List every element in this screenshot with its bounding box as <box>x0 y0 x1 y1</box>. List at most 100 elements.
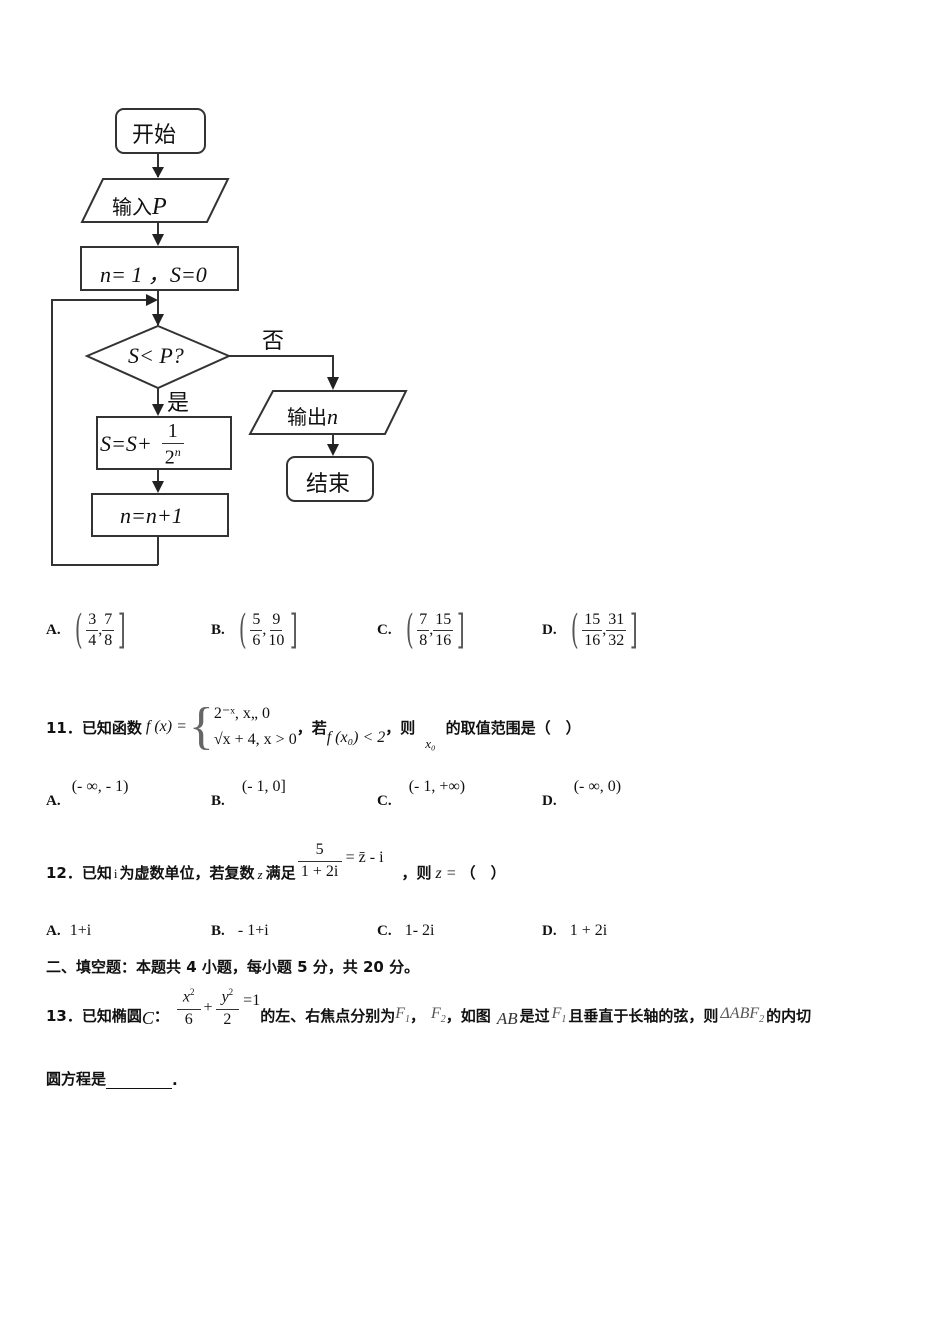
question-text: 是过 <box>519 1006 550 1025</box>
period: . <box>172 1071 178 1089</box>
update-s-box <box>96 416 232 470</box>
update-s-left: S=S+ <box>100 431 152 457</box>
start-label: 开始 <box>132 123 177 148</box>
question-text: 已知函数 <box>81 718 142 737</box>
case-2: √x + 4, x > 0 <box>213 731 297 748</box>
output-text: 输出 <box>287 405 327 429</box>
input-var: P <box>152 194 167 220</box>
option-value: (- ∞, - 1) <box>71 778 129 795</box>
q11-option-c[interactable]: C. (- 1, +∞) <box>377 776 466 809</box>
option-value: - 1+i <box>237 922 269 939</box>
question-text: 圆方程是 <box>46 1070 107 1088</box>
flowchart <box>51 108 408 566</box>
answer-expr: z = <box>435 865 457 882</box>
start-terminal <box>115 108 206 154</box>
question-text: 已知椭圆 <box>81 1006 142 1025</box>
q12-option-d[interactable]: D. 1 + 2i <box>542 920 607 940</box>
update-s-fraction: 1 2n <box>161 421 184 469</box>
option-value: (- ∞, 0) <box>573 778 622 795</box>
imaginary-unit: i <box>113 866 118 881</box>
question-number: 12． <box>46 863 82 882</box>
open-bracket: ( <box>405 607 414 653</box>
ellipse-name: C <box>141 1007 154 1028</box>
q12-option-b[interactable]: B. - 1+i <box>211 920 269 940</box>
q12-stem: 12． 已知 i 为虚数单位，若复数 z 满足 5 1 + 2i = z̄ - … <box>46 836 506 886</box>
fraction-numerator: y2 <box>215 988 240 1010</box>
fraction-denominator: 6 <box>184 1010 193 1028</box>
q12-option-a[interactable]: A. 1+i <box>46 920 91 940</box>
fraction-y: y2 2 <box>215 988 240 1027</box>
close-bracket: ] <box>118 607 126 653</box>
question-text: 且垂直于长轴的弦，则 <box>568 1006 719 1025</box>
init-label: n= 1 ，S=0 <box>100 262 207 287</box>
answer-blank[interactable] <box>106 1074 173 1089</box>
question-text: 的取值范围是（ ） <box>445 718 581 737</box>
open-bracket: ( <box>570 607 579 653</box>
question-text: 满足 <box>265 863 296 882</box>
no-label: 否 <box>262 329 285 354</box>
option-label: A. <box>46 621 61 638</box>
update-n-label: n=n+1 <box>120 503 183 528</box>
option-value: (- 1, +∞) <box>408 778 466 795</box>
case-1: 2⁻ˣ, x„ 0 <box>213 705 271 722</box>
close-bracket: ] <box>457 607 465 653</box>
fraction-numerator: x2 <box>176 988 201 1010</box>
plus: + <box>203 999 213 1016</box>
equals-one: =1 <box>243 992 261 1009</box>
question-text: 为虚数单位，若复数 <box>119 863 255 882</box>
q11-option-b[interactable]: B. (- 1, 0] <box>211 776 286 809</box>
open-bracket: ( <box>238 607 247 653</box>
comma: ， <box>410 1006 426 1025</box>
option-label: B. <box>211 793 225 809</box>
variable: x₀ <box>425 736 436 751</box>
function-expr: f (x) = <box>145 718 187 735</box>
q11-option-d[interactable]: D. (- ∞, 0) <box>542 776 622 809</box>
option-label: A. <box>46 793 61 809</box>
triangle-abf2: ΔABF2 <box>720 1005 765 1025</box>
option-value: 1- 2i <box>404 922 435 939</box>
input-box <box>80 178 230 223</box>
close-bracket: ] <box>290 607 299 653</box>
end-terminal <box>286 456 374 502</box>
question-text: ，如图 <box>445 1006 491 1025</box>
question-text: 的左、右焦点分别为 <box>260 1006 396 1025</box>
question-text: （ ） <box>460 863 506 882</box>
yes-label: 是 <box>167 391 190 416</box>
fraction-x: x2 6 <box>176 988 201 1028</box>
option-label: D. <box>542 923 557 939</box>
fraction-denominator: 2n <box>164 445 181 469</box>
question-number: 13． <box>46 1006 82 1025</box>
focus-f2: F2 <box>431 1005 446 1025</box>
complex-z: z <box>257 867 263 882</box>
q11-option-a[interactable]: A. (- ∞, - 1) <box>46 776 129 809</box>
piecewise-brace: { <box>188 698 214 755</box>
piecewise-cases: 2⁻ˣ, x„ 0 √x + 4, x > 0 <box>214 701 297 753</box>
option-value: 1+i <box>69 922 92 939</box>
question-text: ，则 <box>401 863 432 882</box>
focus-f1: F1 <box>395 1005 410 1025</box>
question-text: 已知 <box>81 863 112 882</box>
question-number: 11． <box>46 718 82 737</box>
option-label: C. <box>377 923 392 939</box>
fraction-denominator: 1 + 2i <box>300 863 339 880</box>
end-label: 结束 <box>306 472 351 497</box>
option-label: B. <box>211 621 225 638</box>
option-label: B. <box>211 923 225 939</box>
output-box <box>248 390 408 435</box>
focus-f1-ref: F1 <box>551 1005 567 1025</box>
output-label: 输出n <box>287 401 338 430</box>
input-label: 输入P <box>112 191 167 221</box>
option-value: (- 1, 0] <box>241 778 286 795</box>
q12-option-c[interactable]: C. 1- 2i <box>377 920 434 940</box>
